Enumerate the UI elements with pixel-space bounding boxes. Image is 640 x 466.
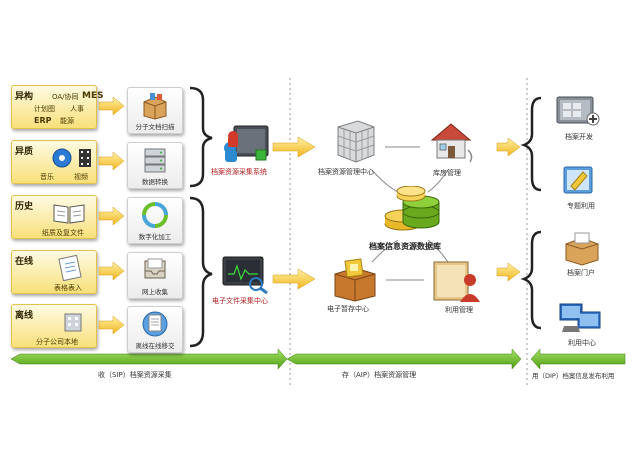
icon-card-caption: 离线在线移交 (135, 342, 175, 350)
source-line: 能源 (60, 117, 74, 125)
use-mgmt-label: 利用管理 (445, 306, 473, 314)
arrow-row2 (98, 151, 125, 171)
icon-card-caption: 网上收集 (142, 288, 168, 296)
arrow-collect-to-mgmt (272, 136, 316, 158)
source-line: 纸质及复文件 (42, 229, 84, 237)
arrow-row5 (98, 315, 125, 335)
source-line: 人事 (70, 105, 84, 113)
refresh-cycle-icon (142, 202, 168, 228)
box-icon (143, 93, 167, 120)
mgmt-center-icon (337, 120, 375, 163)
brace-lower (189, 196, 213, 348)
right-label-use-center: 利用中心 (568, 339, 596, 347)
right-label-archive-dev: 档案开发 (565, 133, 593, 141)
icon-card-caption: 数字化加工 (138, 233, 172, 241)
connector-db-mgmt (371, 169, 399, 193)
source-line: 计划图 (34, 105, 55, 113)
source-card-history: 历史 纸质及复文件 (11, 195, 97, 239)
collection-system-icon (224, 125, 269, 162)
server-icon (144, 148, 166, 173)
source-line: 分子公司本地 (36, 338, 78, 346)
efile-center-icon (334, 258, 376, 302)
arrow-row3 (98, 206, 125, 226)
icon-card-digitize: 数字化加工 (127, 197, 183, 244)
source-card-online: 在线 表格表入 (11, 250, 97, 294)
icon-card-caption: 数据转换 (142, 178, 168, 186)
source-tag: 历史 (15, 202, 34, 212)
bar-label-dip: 用（DIP）档案信息发布利用 (532, 372, 615, 380)
house-icon (430, 123, 473, 163)
bar-label-sip: 收（SIP）档案资源采集 (98, 371, 172, 379)
arrow-mid-to-right-upper (496, 137, 521, 157)
source-tag: 离线 (15, 311, 34, 321)
source-card-heterogeneous-structure: 异构 OA/协同 MES 计划图 人事 ERP 能源 (11, 85, 104, 129)
source-tag: 异构 (15, 92, 34, 102)
arrow-row4 (98, 261, 125, 281)
icon-card-collect: 网上收集 (127, 252, 183, 299)
archive-dev-icon (556, 96, 600, 126)
arrow-efile-to-center (272, 268, 316, 290)
brace-right-upper (520, 96, 542, 192)
brace-upper (189, 86, 213, 188)
document-disc-icon (142, 311, 168, 337)
use-mgmt-icon (433, 261, 480, 302)
right-label-topic-use: 专题利用 (567, 202, 595, 210)
repo-mgmt-label: 库房管理 (433, 169, 461, 177)
source-line: ERP (34, 116, 52, 125)
source-line: 音乐 (40, 173, 54, 181)
film-icon (79, 149, 91, 167)
source-line: MES (82, 91, 104, 101)
icon-card-caption: 分子文档扫描 (135, 123, 175, 131)
music-icon (52, 148, 72, 168)
source-tag: 在线 (15, 257, 34, 267)
source-card-offline: 离线 分子公司本地 (11, 304, 97, 348)
archive-portal-icon (565, 232, 599, 266)
green-bar-dip (530, 348, 626, 370)
use-center-icon (559, 303, 601, 332)
arrow-mid-to-right-lower (496, 262, 521, 282)
source-line: OA/协同 (52, 93, 79, 101)
green-bar-aip (286, 348, 522, 370)
icon-card-transfer: 离线在线移交 (127, 306, 183, 353)
connector-db-use (427, 239, 449, 263)
source-line: 视频 (74, 173, 88, 181)
topic-use-icon (563, 166, 593, 194)
brace-right-lower (520, 230, 542, 330)
efile-center-label: 电子暂存中心 (327, 305, 369, 313)
icon-card-scan: 分子文档扫描 (127, 87, 183, 134)
connector-db-efile (371, 239, 399, 263)
efile-collection-icon (222, 256, 268, 294)
source-line: 表格表入 (54, 284, 82, 292)
source-card-heterogeneous-media: 异质 音乐 视频 (11, 140, 97, 184)
database-label: 档案信息资源数据库 (369, 242, 441, 251)
collection-system-label: 档案资源采集系统 (211, 168, 267, 176)
source-tag: 异质 (15, 147, 34, 157)
bar-label-aip: 存（AIP）档案资源管理 (342, 371, 417, 379)
right-label-archive-portal: 档案门户 (567, 269, 595, 277)
book-icon (53, 204, 85, 224)
mgmt-center-label: 档案资源管理中心 (318, 168, 374, 176)
building-icon (64, 313, 82, 332)
inbox-tray-icon (144, 258, 166, 279)
efile-collection-label: 电子文件采集中心 (212, 297, 268, 305)
form-icon (58, 255, 82, 281)
green-bar-sip (10, 348, 288, 370)
arrow-row1 (98, 96, 125, 116)
icon-card-convert: 数据转换 (127, 142, 183, 189)
connector-db-repo (427, 169, 449, 193)
database-icon (384, 186, 440, 231)
